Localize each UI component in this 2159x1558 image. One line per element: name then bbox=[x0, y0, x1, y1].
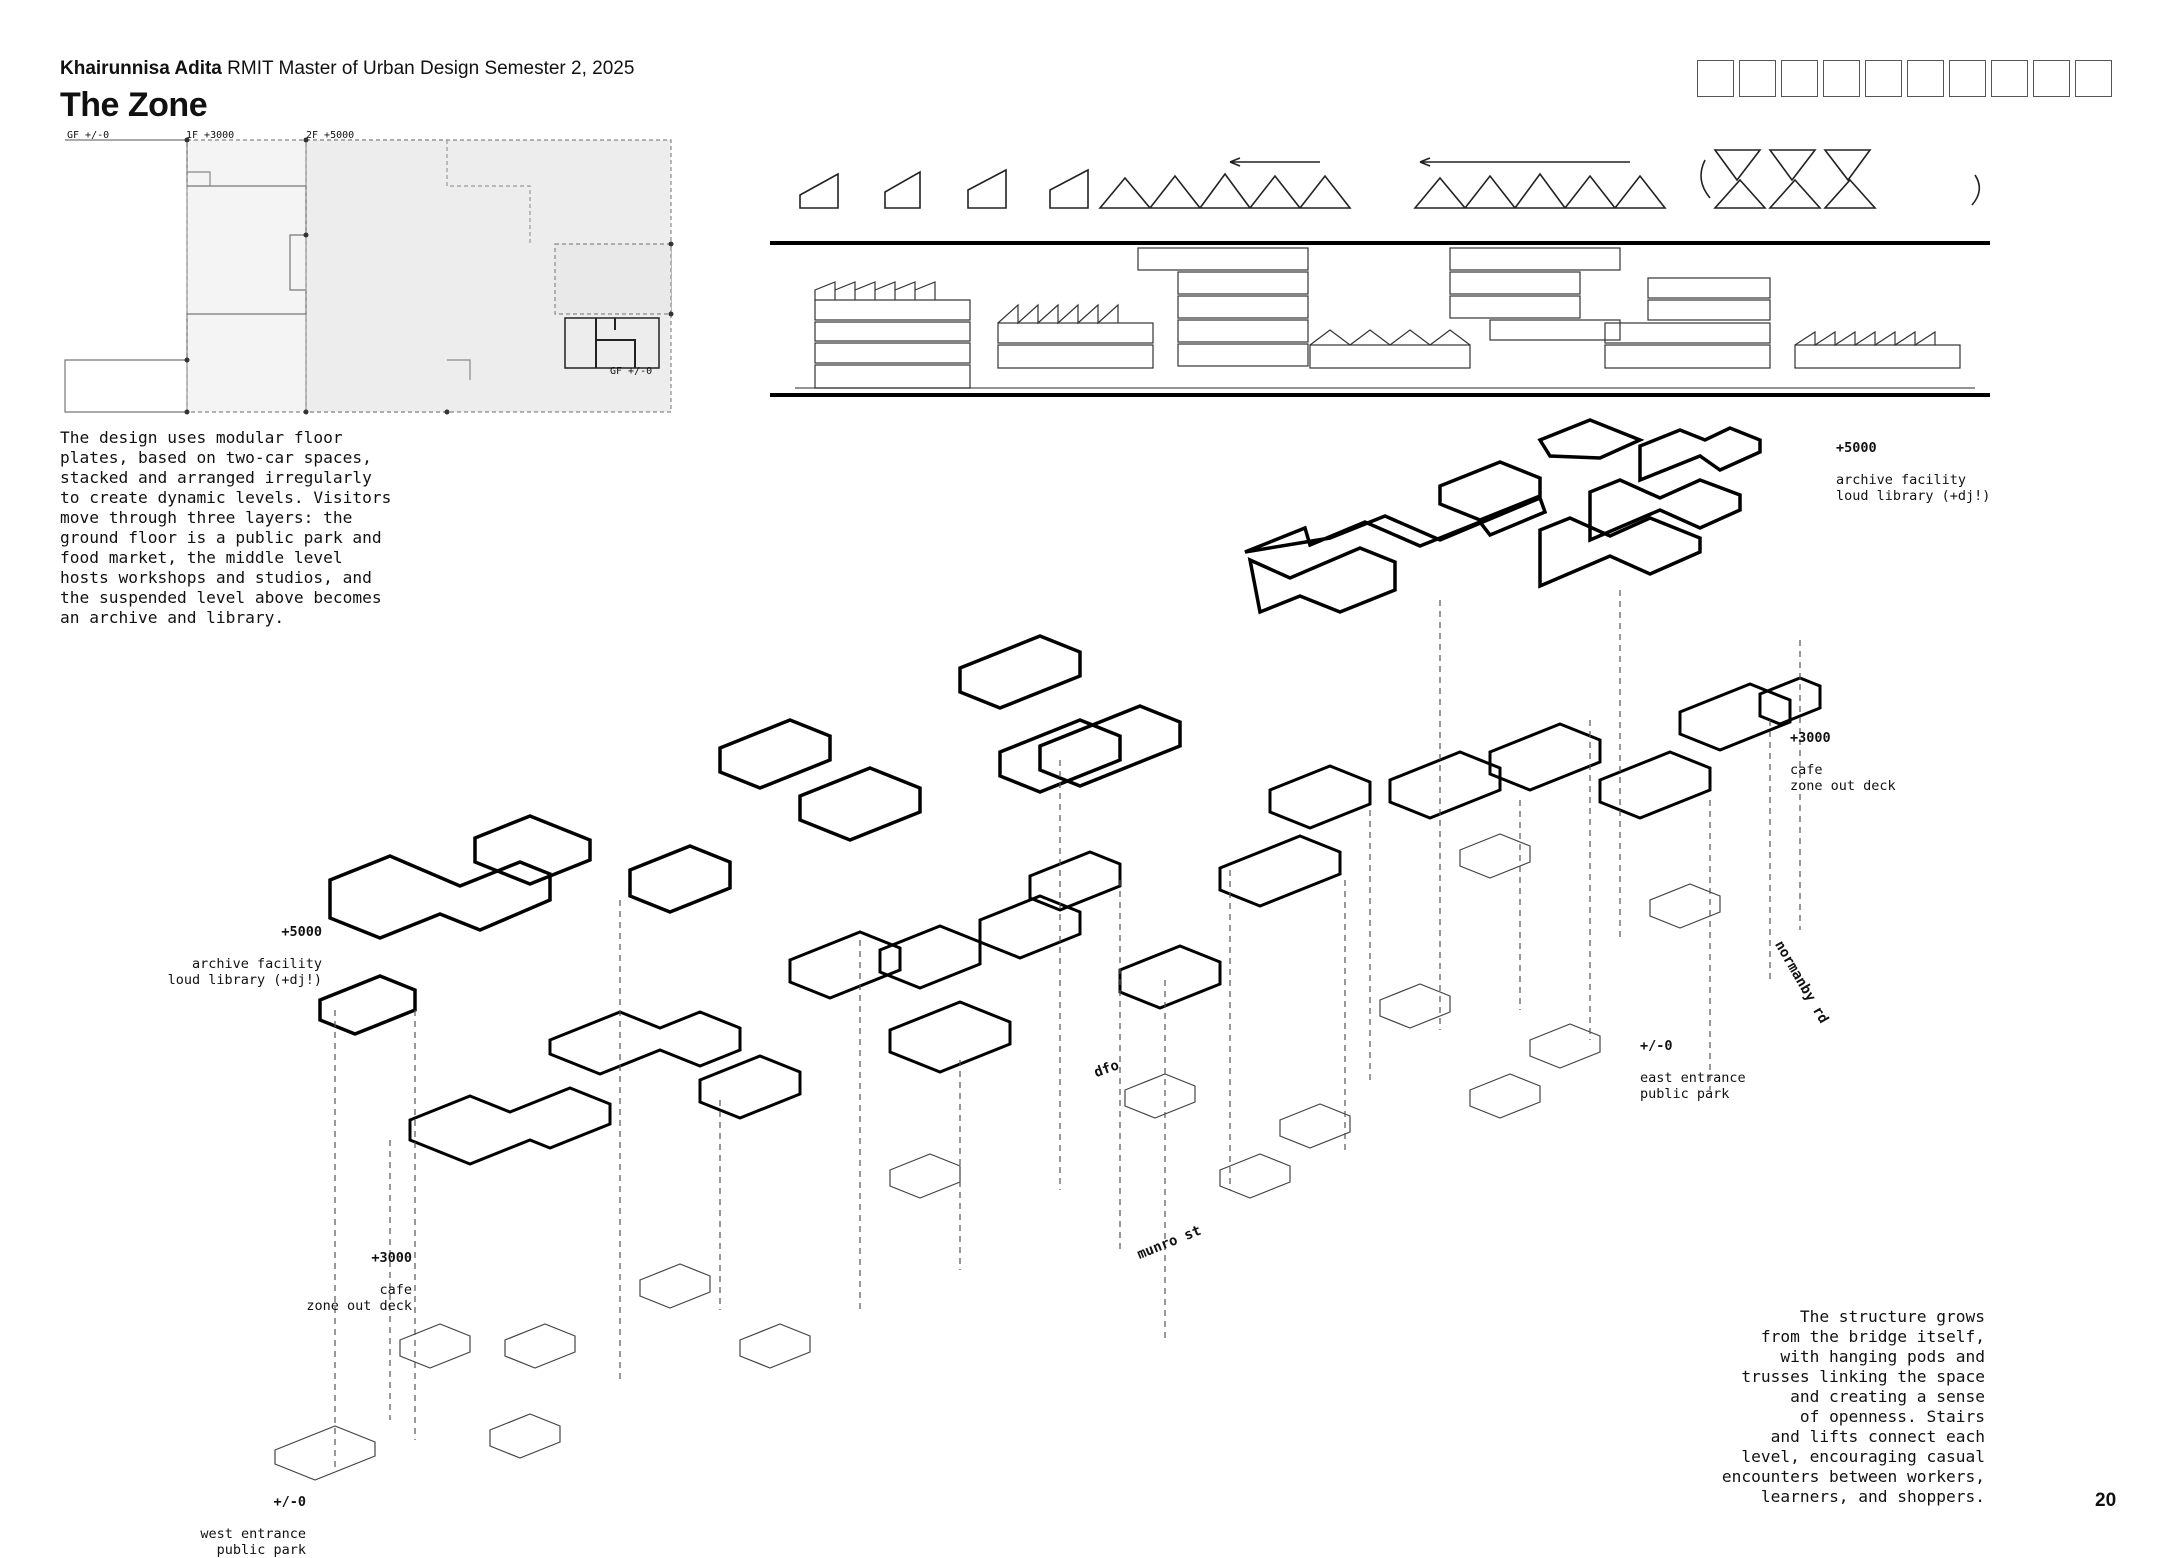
page-nav-box[interactable] bbox=[1907, 60, 1944, 97]
elevation-strip bbox=[770, 241, 1990, 397]
level-plus5000-west bbox=[318, 634, 1182, 1036]
label-east-ground: +/-0 east entrance public park bbox=[1640, 1022, 1746, 1102]
page-nav-box[interactable] bbox=[2075, 60, 2112, 97]
page-number: 20 bbox=[2095, 1490, 2117, 1511]
page-nav-box[interactable] bbox=[1823, 60, 1860, 97]
level-text: archive facility loud library (+dj!) bbox=[1836, 472, 1991, 504]
label-east-plus5000: +5000 archive facility loud library (+dj… bbox=[1836, 424, 1990, 504]
header: Khairunnisa Adita RMIT Master of Urban D… bbox=[60, 58, 634, 125]
label-east-plus3000: +3000 cafe zone out deck bbox=[1790, 714, 1896, 794]
floor-plan bbox=[64, 137, 674, 415]
level-plus5000-east bbox=[1244, 418, 1762, 615]
intro-paragraph: The design uses modular floor plates, ba… bbox=[60, 428, 392, 627]
page-nav-box[interactable] bbox=[1697, 60, 1734, 97]
dashed-columns bbox=[334, 590, 1801, 1470]
author-line: Khairunnisa Adita RMIT Master of Urban D… bbox=[60, 58, 634, 80]
label-west-ground: +/-0 west entrance public park bbox=[180, 1478, 306, 1558]
level-text: archive facility loud library (+dj!) bbox=[167, 956, 322, 988]
page-nav-box[interactable] bbox=[2033, 60, 2070, 97]
plan-inset-label: GF +/-0 bbox=[610, 366, 653, 377]
page-nav bbox=[1697, 60, 2112, 97]
label-west-plus3000: +3000 cafe zone out deck bbox=[260, 1234, 412, 1314]
page-nav-box[interactable] bbox=[1865, 60, 1902, 97]
level-value: +5000 bbox=[1836, 440, 1877, 456]
level-plus3000 bbox=[408, 676, 1822, 1166]
plan-label-1f: 1F +3000 bbox=[186, 130, 235, 141]
ground-pods bbox=[274, 833, 1721, 1481]
drawing-canvas bbox=[64, 137, 1990, 1481]
outro-paragraph: The structure grows from the bridge itse… bbox=[1721, 1307, 1985, 1506]
level-value: +/-0 bbox=[1640, 1038, 1673, 1054]
page-title: The Zone bbox=[60, 86, 208, 124]
level-text: cafe zone out deck bbox=[1790, 762, 1896, 794]
course-name: RMIT Master of Urban Design Semester 2, … bbox=[227, 58, 635, 79]
page-nav-box[interactable] bbox=[1949, 60, 1986, 97]
roof-profile-icons bbox=[799, 149, 1981, 209]
level-value: +3000 bbox=[371, 1250, 412, 1266]
level-text: cafe zone out deck bbox=[306, 1282, 412, 1314]
level-text: west entrance public park bbox=[200, 1526, 306, 1558]
level-value: +/-0 bbox=[273, 1494, 306, 1510]
author-name: Khairunnisa Adita bbox=[60, 58, 222, 79]
page-nav-box[interactable] bbox=[1781, 60, 1818, 97]
axonometric-diagram bbox=[274, 418, 1822, 1481]
level-text: east entrance public park bbox=[1640, 1070, 1746, 1102]
page-nav-box[interactable] bbox=[1739, 60, 1776, 97]
plan-label-2f: 2F +5000 bbox=[306, 130, 355, 141]
label-west-plus5000: +5000 archive facility loud library (+dj… bbox=[160, 908, 322, 988]
page-nav-box[interactable] bbox=[1991, 60, 2028, 97]
level-value: +5000 bbox=[281, 924, 322, 940]
plan-label-gf: GF +/-0 bbox=[67, 130, 110, 141]
level-value: +3000 bbox=[1790, 730, 1831, 746]
